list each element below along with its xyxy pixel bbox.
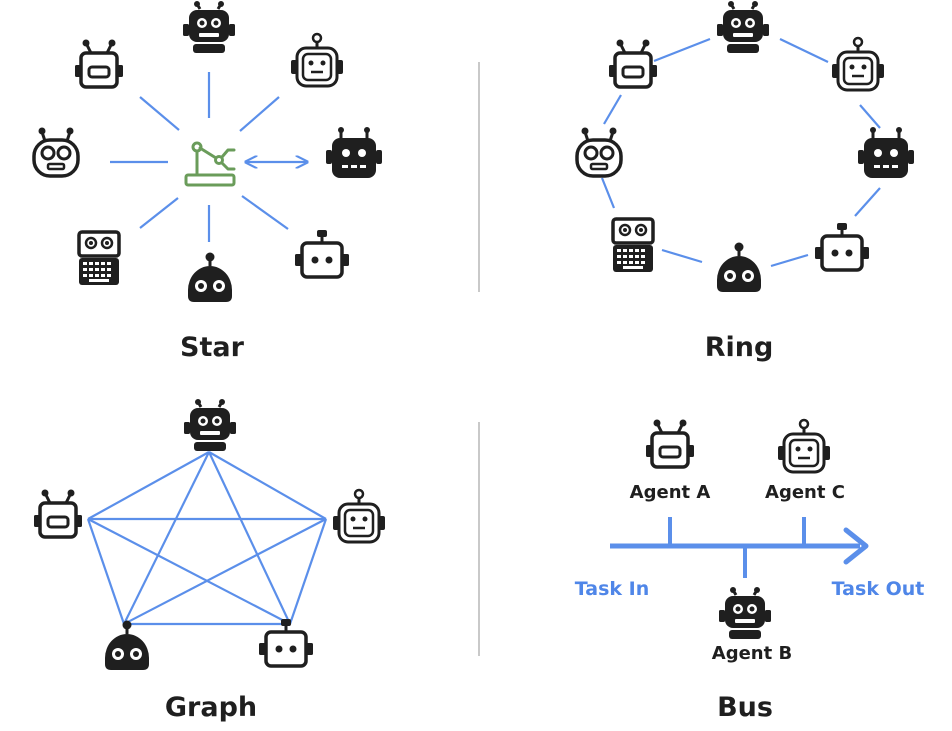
- graph-title: Graph: [165, 692, 257, 723]
- ring-edges: [600, 37, 881, 268]
- agent-c-label: Agent C: [765, 482, 845, 503]
- robot-round-icon: [717, 585, 773, 641]
- graph-edge: [86, 518, 126, 625]
- robot-antenna-icon: [32, 487, 84, 539]
- robot-keyboard-icon: [611, 217, 655, 274]
- robot-face-icon: [331, 488, 387, 544]
- ring-edge: [770, 253, 809, 268]
- ring-edge: [653, 37, 711, 63]
- bus-title: Bus: [717, 692, 773, 723]
- robot-round-icon: [186, 251, 234, 304]
- robot-round-icon: [181, 0, 237, 55]
- robot-keyboard-icon: [77, 230, 121, 287]
- robot-round-icon: [856, 125, 916, 180]
- ring-panel: Ring: [575, 0, 916, 363]
- graph-edge: [123, 518, 327, 625]
- graph-edge: [123, 451, 210, 625]
- star-panel: Star: [32, 0, 384, 363]
- robot-antenna-icon: [73, 37, 125, 89]
- robot-round-icon: [103, 619, 151, 672]
- robot-round-icon: [182, 397, 238, 453]
- graph-edge: [208, 451, 327, 520]
- star-spoke: [241, 195, 289, 230]
- star-spokes: [110, 72, 306, 242]
- agent-a-label: Agent A: [630, 482, 711, 503]
- star-spoke: [139, 96, 180, 131]
- star-spoke: [139, 197, 179, 229]
- task-in-label: Task In: [575, 578, 650, 600]
- graph-edge: [288, 518, 328, 625]
- robot-antenna-icon: [644, 417, 696, 469]
- bus-arrowhead: [843, 527, 869, 565]
- robot-face-icon: [830, 36, 886, 92]
- star-title: Star: [180, 332, 245, 363]
- robot-round-icon: [32, 125, 80, 178]
- ring-edge: [661, 248, 703, 264]
- bus-panel: Agent A Agent C Agent B Task In Task Out…: [575, 417, 925, 723]
- robot-round-icon: [575, 125, 623, 178]
- graph-edges: [86, 451, 328, 626]
- graph-panel: Graph: [32, 397, 387, 723]
- robot-antenna-icon: [813, 221, 871, 272]
- graph-edge: [208, 451, 291, 625]
- robot-round-icon: [715, 241, 763, 294]
- task-out-label: Task Out: [832, 578, 925, 600]
- robot-antenna-icon: [257, 617, 315, 668]
- robot-face-icon: [289, 32, 345, 88]
- ring-edge: [779, 38, 829, 63]
- robot-face-icon: [776, 418, 832, 474]
- star-spoke: [239, 96, 280, 132]
- robot-round-icon: [324, 125, 384, 180]
- ring-title: Ring: [705, 332, 774, 363]
- agent-b-label: Agent B: [712, 643, 792, 664]
- ring-edge: [600, 177, 616, 209]
- robot-antenna-icon: [293, 228, 351, 279]
- ring-edge: [854, 187, 881, 217]
- robot-antenna-icon: [607, 37, 659, 89]
- robot-arm-icon: [184, 141, 236, 187]
- robot-round-icon: [715, 0, 771, 55]
- ring-edge: [859, 104, 881, 129]
- graph-edge: [87, 518, 291, 625]
- ring-edge: [603, 94, 622, 125]
- graph-edge: [87, 451, 210, 520]
